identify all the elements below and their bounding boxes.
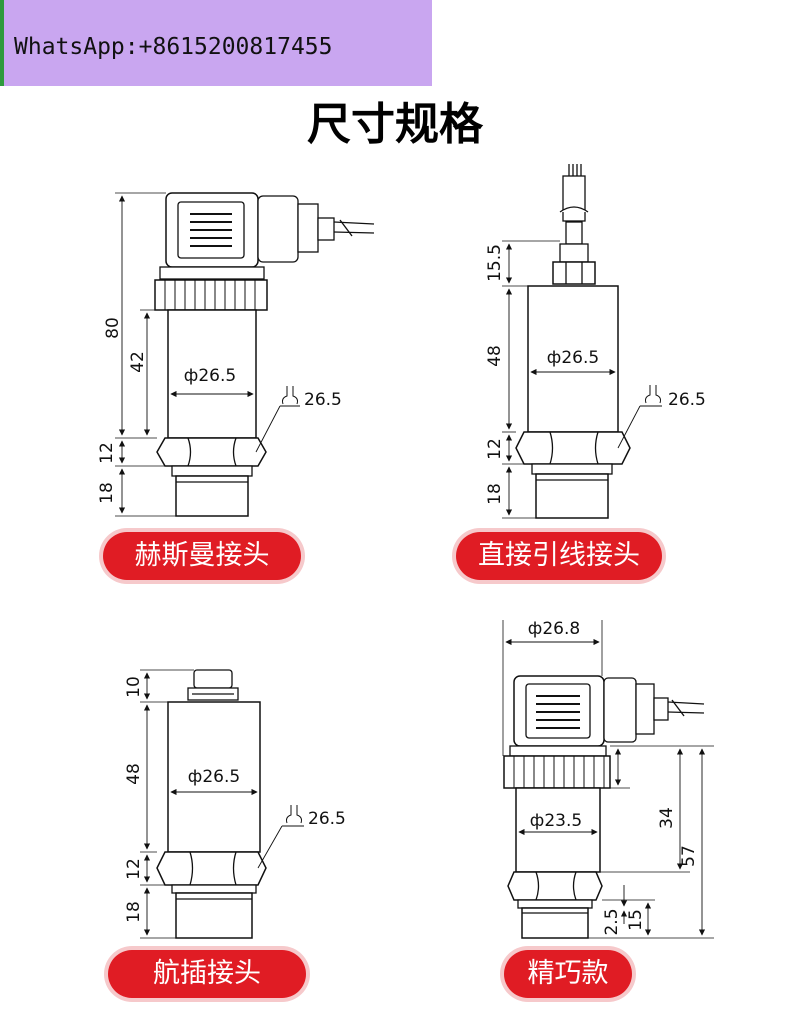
page-title: 尺寸规格 [307, 99, 483, 150]
dim-thread-height: 18 [97, 482, 117, 504]
dim-wrench-size: 26.5 [668, 390, 706, 410]
diagram-aviation: 10 48 12 18 ф26.5 26.5 [124, 669, 346, 939]
dim-body-height: 34 [657, 807, 677, 829]
dim-thread-height: 18 [485, 483, 505, 505]
dim-wrench-size: 26.5 [304, 390, 342, 410]
dim-body-height: 48 [124, 763, 144, 785]
dim-top-height: 15.5 [485, 244, 505, 282]
label-aviation: 航插接头 [108, 950, 306, 998]
dim-body-diameter: ф26.5 [547, 348, 599, 368]
diagram-hirschmann: 80 42 12 18 ф26.5 26.5 [97, 192, 375, 517]
dim-thread-height: 18 [124, 901, 144, 923]
diagram-compact: ф26.8 ф23.5 34 57 2.5 15 [502, 619, 714, 939]
whatsapp-banner: WhatsApp:+8615200817455 [0, 0, 432, 86]
dim-hex-height: 12 [97, 442, 117, 464]
dim-body-diameter: ф23.5 [530, 811, 582, 831]
label-compact: 精巧款 [504, 950, 632, 998]
dim-thread-height: 15 [626, 909, 646, 931]
dim-top-diameter: ф26.8 [528, 619, 580, 639]
diagram-direct-cable: 15.5 48 12 18 ф26.5 26.5 [485, 164, 706, 519]
dim-total-height: 80 [103, 317, 123, 339]
dim-hex-height: 12 [485, 438, 505, 460]
label-direct-cable: 直接引线接头 [456, 532, 662, 580]
dim-body-height: 48 [485, 345, 505, 367]
dim-total-height: 57 [679, 845, 699, 867]
whatsapp-contact: WhatsApp:+8615200817455 [14, 34, 333, 60]
dim-wrench-size: 26.5 [308, 809, 346, 829]
dim-hex-height: 12 [124, 858, 144, 880]
label-hirschmann: 赫斯曼接头 [103, 532, 301, 580]
dim-body-diameter: ф26.5 [188, 767, 240, 787]
dim-top-height: 10 [124, 676, 144, 698]
dim-gap-height: 2.5 [602, 908, 622, 935]
dim-body-height: 42 [128, 351, 148, 373]
dim-body-diameter: ф26.5 [184, 366, 236, 386]
